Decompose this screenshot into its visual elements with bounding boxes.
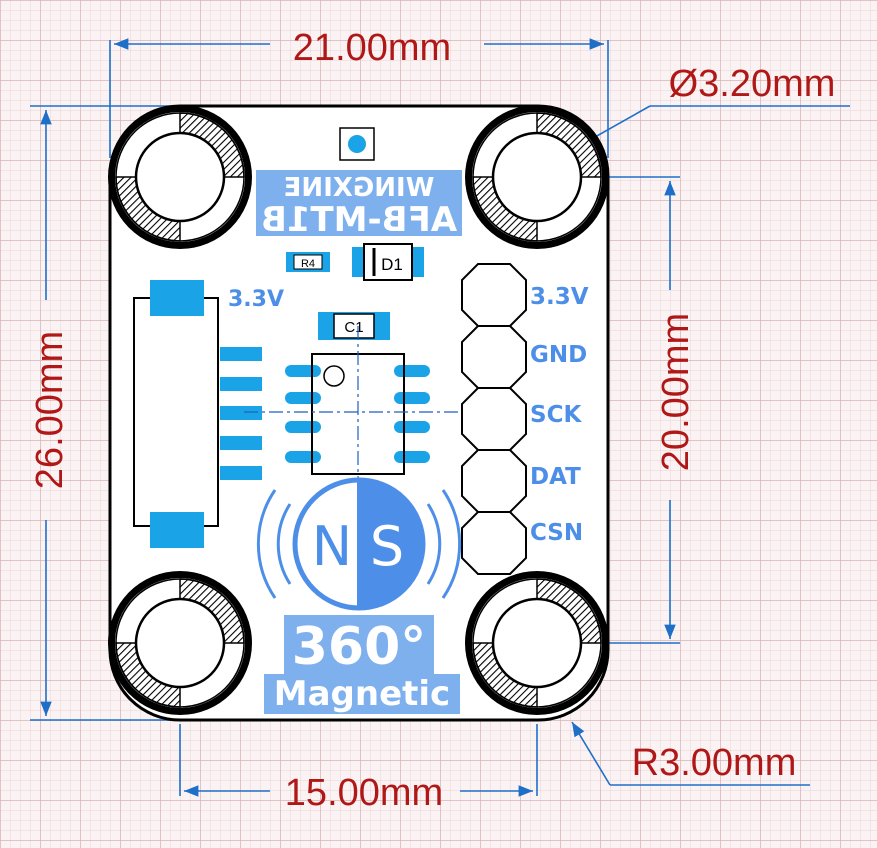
pin-header bbox=[461, 263, 527, 575]
led-footprint bbox=[339, 127, 375, 161]
pin-labels: 3.3V GND SCK DAT CSN bbox=[530, 284, 589, 546]
header-pin-3 bbox=[461, 387, 527, 451]
hole-spacing-vertical-label: 20.00mm bbox=[655, 313, 697, 471]
header-pin-1 bbox=[461, 263, 527, 327]
led-dot bbox=[348, 135, 366, 153]
connector-footprint bbox=[133, 280, 262, 548]
connector-voltage-label: 3.3V bbox=[228, 287, 284, 312]
header-pin-4 bbox=[461, 449, 527, 513]
diode-label: D1 bbox=[381, 255, 403, 274]
pin-label-5: CSN bbox=[530, 520, 583, 546]
dimension-labels: 21.00mm Ø3.20mm 26.00mm 20.00mm 15.00mm … bbox=[29, 27, 835, 814]
header-pin-5 bbox=[461, 511, 527, 575]
pin-label-2: GND bbox=[530, 342, 587, 368]
resistor-label: R4 bbox=[301, 258, 315, 270]
mounting-hole-bottom-left bbox=[106, 569, 254, 717]
resistor-r4: R4 bbox=[286, 252, 330, 272]
mounting-hole-top-right bbox=[463, 103, 611, 251]
logo-north-letter: N bbox=[312, 515, 352, 578]
pin-label-3: SCK bbox=[530, 402, 582, 428]
feature-badge: 360° Magnetic bbox=[264, 615, 460, 714]
ns-magnet-logo: N S bbox=[256, 477, 462, 611]
ic-chip bbox=[244, 326, 462, 500]
hole-spacing-horizontal-label: 15.00mm bbox=[285, 772, 443, 814]
width-dimension-label: 21.00mm bbox=[293, 27, 451, 69]
hole-diameter-label: Ø3.20mm bbox=[669, 63, 836, 105]
pin-label-1: 3.3V bbox=[530, 284, 589, 310]
diode-d1: D1 bbox=[352, 243, 424, 281]
brand-label: WINGXINE bbox=[284, 173, 435, 203]
mounting-hole-bottom-right bbox=[463, 569, 611, 717]
dimension-lines bbox=[30, 38, 850, 797]
logo-south-letter: S bbox=[370, 515, 404, 578]
angle-label: 360° bbox=[292, 617, 427, 677]
mounting-hole-top-left bbox=[106, 103, 254, 251]
model-label: AFB-MT1B bbox=[261, 200, 457, 240]
height-dimension-label: 26.00mm bbox=[29, 331, 71, 489]
header-pin-2 bbox=[461, 325, 527, 389]
board-model-label: WINGXINE AFB-MT1B bbox=[256, 170, 462, 240]
corner-radius-label: R3.00mm bbox=[632, 742, 797, 784]
capacitor-c1: C1 bbox=[318, 312, 390, 340]
capacitor-label: C1 bbox=[344, 319, 363, 336]
pin-label-4: DAT bbox=[530, 464, 581, 490]
magnetic-label: Magnetic bbox=[274, 674, 450, 714]
